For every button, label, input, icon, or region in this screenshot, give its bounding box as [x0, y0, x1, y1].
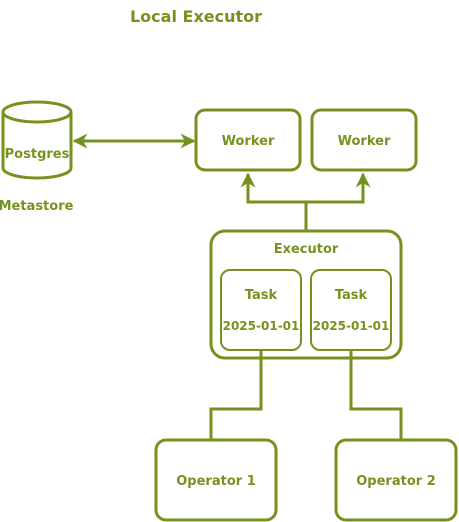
task1-operator1-connector — [209, 350, 263, 440]
postgres-label: Postgres — [5, 147, 70, 162]
metastore-caption: Metastore — [0, 199, 74, 214]
worker-box-2 — [310, 108, 418, 172]
operator-label-1: Operator 1 — [176, 474, 256, 489]
task2-operator2-connector — [349, 350, 403, 440]
task-label-1: Task — [245, 288, 278, 303]
task-box-1 — [220, 269, 302, 351]
executor-worker-connector — [240, 172, 371, 230]
worker-label-2: Worker — [338, 134, 391, 149]
operator-label-2: Operator 2 — [356, 474, 436, 489]
worker-label-1: Worker — [222, 134, 275, 149]
executor-label: Executor — [274, 242, 339, 257]
task-box-2 — [310, 269, 392, 351]
worker-box-1 — [194, 108, 302, 172]
task-label-2: Task — [335, 288, 368, 303]
operator-box-2 — [334, 438, 458, 522]
task-date-1: 2025-01-01 — [223, 319, 300, 333]
operator-box-1 — [154, 438, 278, 522]
diagram-title: Local Executor — [130, 7, 262, 26]
task-date-2: 2025-01-01 — [313, 319, 390, 333]
postgres-database-icon — [1, 100, 73, 180]
